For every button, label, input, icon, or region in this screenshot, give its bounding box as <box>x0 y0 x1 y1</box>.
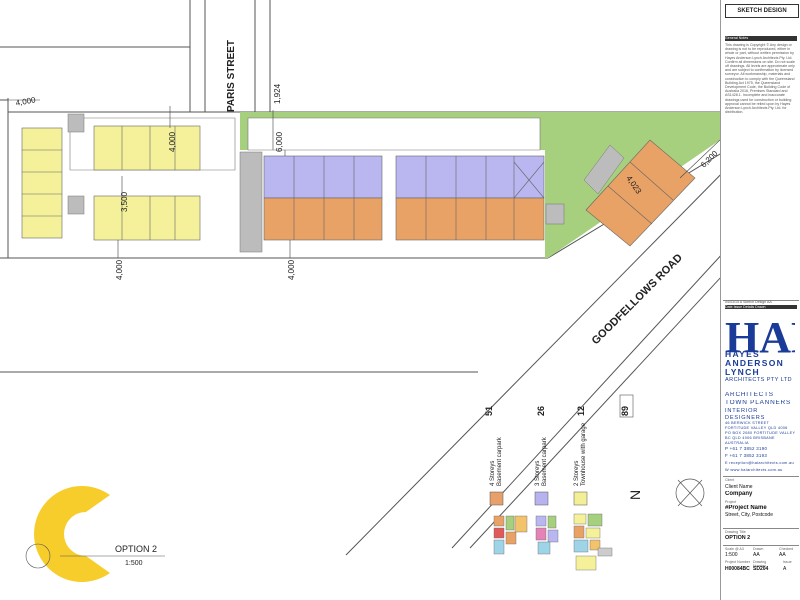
legend-labels: 4 Storeys Basement carpark 3 Storeys Bas… <box>490 422 587 486</box>
townhouses <box>21 125 201 241</box>
dim-label: 1,924 <box>273 83 282 104</box>
notes-header-bar: General Notes <box>725 36 797 41</box>
legend-swatch-4-storey <box>489 491 504 506</box>
general-notes: This drawing is Copyright © Any design o… <box>725 43 795 115</box>
drawing-title-label: Drawing Title <box>725 530 746 534</box>
three-storey-buildings <box>263 155 545 199</box>
firm-name-4: ARCHITECTS PTY LTD <box>725 377 792 383</box>
phone: P +61 7 3852 3190 <box>725 446 768 451</box>
dimension-lines <box>8 99 720 258</box>
north-arrow: N <box>627 478 705 508</box>
dim-label: 4,000 <box>15 95 37 107</box>
dim-label: 6,000 <box>275 131 284 152</box>
dimension-labels: 4,000 1,924 4,000 3,500 4,000 6,000 4,00… <box>15 83 720 280</box>
firm-mark: HAL <box>725 313 795 354</box>
divider <box>723 528 799 529</box>
street-label: PARIS STREET <box>226 40 237 112</box>
total-box <box>619 394 634 418</box>
project-name: #Project Name <box>725 505 767 511</box>
project-address: Street, City, Postcode <box>725 512 773 518</box>
drawn-value: AA <box>753 552 760 558</box>
c-logo-icon <box>25 486 110 582</box>
dim-label: 4,000 <box>168 131 177 152</box>
scale-label: 1:500 <box>125 560 143 567</box>
massing-diagrams <box>493 513 613 571</box>
dim-label: 3,500 <box>120 191 129 212</box>
dim-label: 4,000 <box>287 259 296 280</box>
unit-counts: 51 26 12 89 <box>484 406 630 416</box>
unit-count-2-storey: 12 <box>576 406 586 416</box>
legend-label: 3 Storeys <box>535 461 541 486</box>
project-number-label: Project Number <box>725 560 750 564</box>
legend <box>489 491 588 506</box>
legend-label: 2 Storeys <box>574 461 580 486</box>
legend-label: Basement carpark <box>497 436 503 486</box>
hal-logo-icon: HAL <box>725 312 800 362</box>
road-label: GOODFELLOWS ROAD <box>590 252 685 347</box>
service-1: ARCHITECTS <box>725 392 774 398</box>
divider <box>723 300 799 301</box>
north-label: N <box>627 490 643 500</box>
email: E reception@halarchitects.com.au <box>725 460 794 465</box>
drawing-number-label: Drawing Number <box>753 560 767 568</box>
service-2: TOWN PLANNERS <box>725 400 792 406</box>
notes-header: General Notes <box>725 36 749 40</box>
unit-count-total: 89 <box>620 406 630 416</box>
unit-count-3-storey: 26 <box>536 406 546 416</box>
address-1: 46 BERWICK STREET <box>725 421 770 425</box>
revision-header: Date Issue Details Drawn <box>725 305 797 310</box>
legend-label: Townhouse with garage <box>581 422 587 486</box>
revision-row: 04/03/15 A Sketch Design AA <box>725 300 772 304</box>
street-linework <box>0 0 720 556</box>
drawn-label: Drawn <box>753 547 764 551</box>
checked-label: Checked <box>779 547 794 551</box>
title-block: SKETCH DESIGN General Notes This drawing… <box>720 0 800 600</box>
project-label: Project <box>725 500 737 504</box>
firm-name-1: HAYES <box>725 350 761 359</box>
legend-label: 4 Storeys <box>490 461 496 486</box>
service-3: INTERIOR DESIGNERS <box>725 408 766 421</box>
divider <box>723 476 799 477</box>
scale-label: Scale @ A3 <box>725 547 744 551</box>
divider <box>723 545 799 546</box>
issue-label: Issue <box>783 560 792 564</box>
address-3: PO BOX 2080 FORTITUDE VALLEY <box>725 431 796 435</box>
address-2: FORTITUDE VALLEY QLD 4006 <box>725 426 788 430</box>
legend-swatch-2-storey <box>573 491 588 506</box>
unit-count-4-storey: 51 <box>484 406 494 416</box>
checked-value: AA <box>779 552 786 558</box>
drawing-number: SD204 <box>753 566 769 572</box>
drawing-title: OPTION 2 <box>725 535 751 541</box>
firm-name-2: ANDERSON <box>725 359 785 368</box>
legend-swatch-3-storey <box>534 491 549 506</box>
title-header-box: SKETCH DESIGN <box>725 4 799 18</box>
site-plan: 4,000 1,924 4,000 3,500 4,000 6,000 4,00… <box>0 0 720 582</box>
legend-label: Basement carpark <box>542 436 548 486</box>
firm-name-3: LYNCH <box>725 368 760 377</box>
carparks <box>67 113 625 253</box>
project-number: H00084BC <box>725 566 750 572</box>
option-label: OPTION 2 <box>115 544 157 554</box>
client-name: Client Name <box>725 484 753 490</box>
company: Company <box>725 491 753 497</box>
address-4: BC QLD 4006 BRISBANE AUSTRALIA <box>725 436 775 445</box>
fax: F +61 7 3852 3193 <box>725 453 768 458</box>
client-label: Client <box>725 478 735 482</box>
scale-value: 1:500 <box>725 552 738 558</box>
four-storey-buildings <box>263 139 696 247</box>
dim-label: 4,000 <box>115 259 124 280</box>
website: W www.halarchitects.com.au <box>725 467 783 472</box>
issue-value: A <box>783 566 787 572</box>
title-header: SKETCH DESIGN <box>737 8 787 14</box>
